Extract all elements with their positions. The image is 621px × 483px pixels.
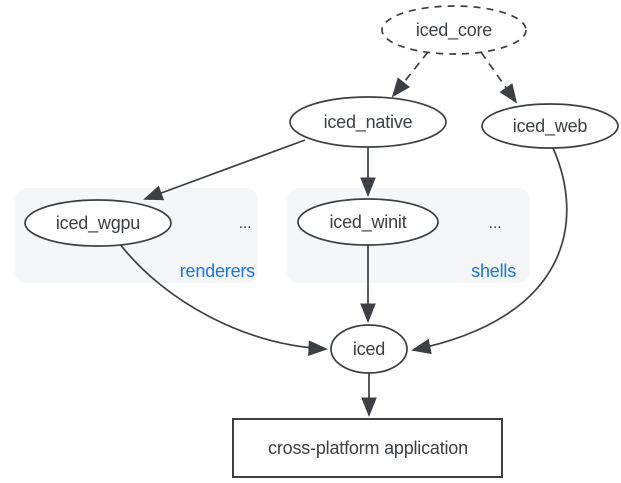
iced-native-ellipse xyxy=(289,96,447,148)
renderers-group-label: renderers xyxy=(180,261,255,281)
application-label: cross-platform application xyxy=(268,438,468,458)
node-cross-platform-application: cross-platform application xyxy=(232,418,503,478)
iced-core-label: iced_core xyxy=(416,20,492,41)
iced-wgpu-label: iced_wgpu xyxy=(56,213,140,234)
iced-label: iced xyxy=(353,339,385,359)
iced-native-label: iced_native xyxy=(324,112,413,133)
node-iced-core: iced_core xyxy=(381,5,527,55)
edge-iced-web-to-iced xyxy=(411,147,568,355)
edge-iced-core-to-iced-native xyxy=(391,51,429,98)
edge-iced-wgpu-to-iced xyxy=(118,242,328,356)
shells-ellipsis: ... xyxy=(489,215,502,232)
node-iced-wgpu: iced_wgpu xyxy=(24,199,172,247)
node-iced: iced xyxy=(330,324,408,374)
iced-web-ellipse xyxy=(481,103,619,149)
application-rect xyxy=(232,418,503,478)
iced-web-label: iced_web xyxy=(513,116,588,137)
node-iced-winit: iced_winit xyxy=(297,198,439,246)
iced-winit-ellipse xyxy=(297,198,439,246)
node-iced-web: iced_web xyxy=(481,103,619,149)
renderers-ellipsis: ... xyxy=(239,215,252,232)
node-iced-native: iced_native xyxy=(289,96,447,148)
iced-ellipse xyxy=(330,324,408,374)
iced-core-ellipse xyxy=(381,5,527,55)
iced-wgpu-ellipse xyxy=(24,199,172,247)
shells-group-label: shells xyxy=(471,261,516,281)
edge-iced-core-to-iced-web xyxy=(480,51,518,104)
edge-iced-native-to-iced-wgpu xyxy=(143,139,306,201)
iced-winit-label: iced_winit xyxy=(329,212,406,233)
